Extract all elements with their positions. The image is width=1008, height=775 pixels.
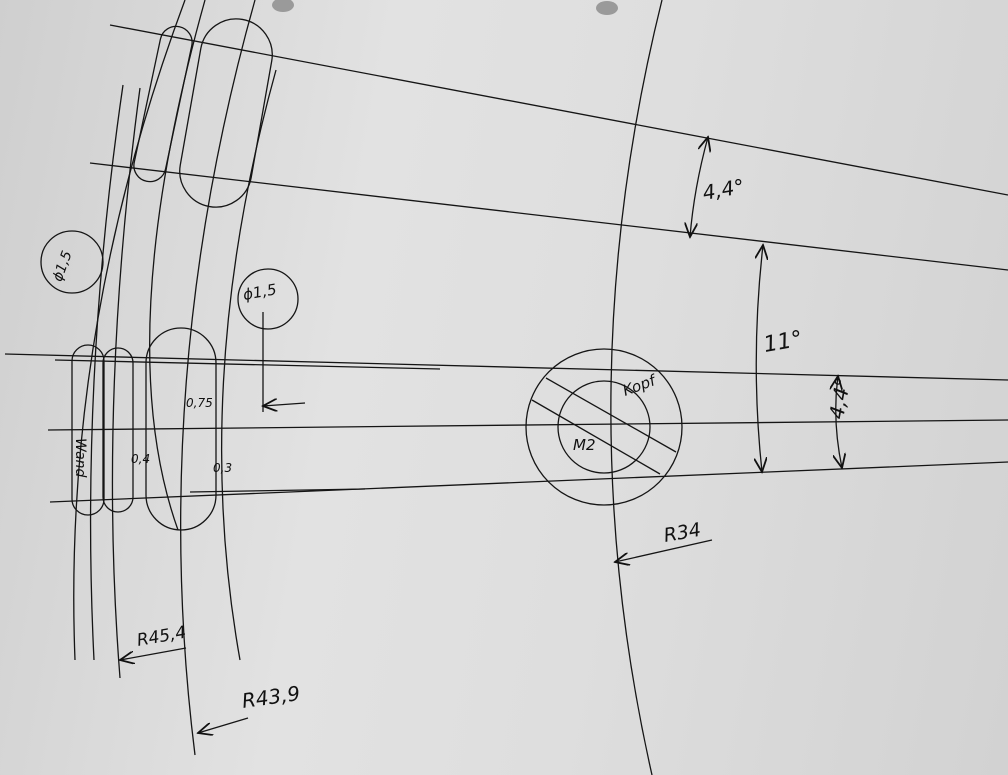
- punch-hole: [272, 0, 294, 12]
- diameter-callout-circle: [40, 230, 104, 294]
- slot: [133, 25, 193, 183]
- radial-line: [49, 461, 1008, 503]
- head-label: Kopf: [620, 371, 660, 400]
- hole-diameter-label-left: ϕ1,5: [50, 249, 76, 284]
- screw-thread-circle: [557, 380, 651, 474]
- r34-arrow: [615, 539, 713, 562]
- arc: [73, 0, 186, 661]
- hatch-line: [531, 399, 661, 475]
- angle-label-bottom: 4,4°: [824, 376, 855, 421]
- angle-arrow-middle: [756, 245, 763, 472]
- slot-wall: [71, 344, 105, 516]
- radial-line: [4, 353, 1008, 381]
- hole-arrow: [263, 403, 306, 406]
- radial-line: [109, 24, 1008, 196]
- screw-head-circle: [525, 348, 683, 506]
- slot: [102, 347, 134, 513]
- radius-label-r45-4: R45,4: [135, 623, 187, 651]
- arc-r34: [610, 0, 663, 775]
- r45-arrow: [120, 647, 187, 660]
- punch-hole: [596, 1, 618, 15]
- dimension-label-075: 0,75: [186, 396, 213, 410]
- arc-r43-9: [180, 0, 256, 756]
- dimension-label-03: 0,3: [213, 461, 232, 475]
- r43-arrow: [198, 717, 249, 733]
- angle-label-middle: 11°: [762, 327, 805, 358]
- radial-line: [189, 488, 366, 493]
- radius-label-r34: R34: [662, 519, 703, 547]
- arc: [89, 84, 124, 661]
- angle-arrow-bottom: [836, 376, 842, 468]
- diameter-callout-circle: [237, 268, 299, 330]
- thread-label: M2: [573, 436, 596, 454]
- slot: [179, 18, 273, 208]
- radial-line: [89, 162, 1008, 271]
- radial-line: [54, 359, 441, 370]
- radius-label-r43-9: R43,9: [240, 681, 301, 713]
- hole-diameter-label-right: ϕ1,5: [242, 280, 278, 304]
- dimension-label-04: 0,4: [131, 452, 150, 466]
- center-line: [47, 419, 1008, 431]
- hatch-line: [545, 377, 677, 453]
- arc: [111, 87, 141, 679]
- slot: [145, 327, 217, 531]
- angle-arrow-top: [690, 137, 708, 237]
- wall-label: Wand: [72, 438, 88, 478]
- angle-label-top: 4,4°: [701, 174, 746, 205]
